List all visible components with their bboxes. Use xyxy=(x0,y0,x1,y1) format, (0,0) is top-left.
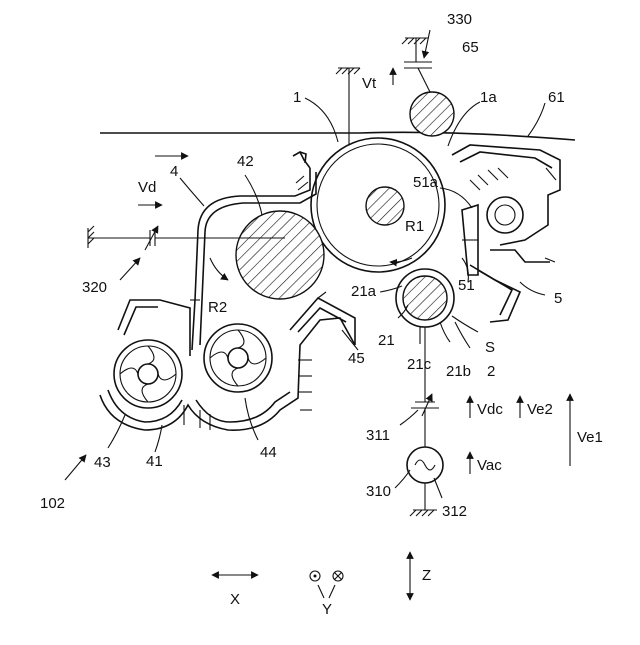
label-51: 51 xyxy=(458,277,475,294)
label-102: 102 xyxy=(40,495,65,512)
label-vt: Vt xyxy=(362,75,377,92)
label-312: 312 xyxy=(442,503,467,520)
label-1: 1 xyxy=(293,89,301,106)
transfer-roller-65 xyxy=(410,92,454,136)
developing-roller-42 xyxy=(236,211,324,299)
regulating-blade-45 xyxy=(290,292,355,345)
label-vac: Vac xyxy=(477,457,502,474)
label-330: 330 xyxy=(447,11,472,28)
label-r2: R2 xyxy=(208,299,227,316)
label-z: Z xyxy=(422,567,431,584)
label-320: 320 xyxy=(82,279,107,296)
charging-roller-21 xyxy=(396,269,454,327)
lead-102-arrow xyxy=(65,455,86,480)
label-41: 41 xyxy=(146,453,163,470)
agitator-screw-44 xyxy=(204,324,272,392)
label-21: 21 xyxy=(378,332,395,349)
label-44: 44 xyxy=(260,444,277,461)
cleaning-unit-5 xyxy=(452,145,560,322)
cleaning-blade-51 xyxy=(462,205,478,275)
label-ve1: Ve1 xyxy=(577,429,603,446)
label-21b: 21b xyxy=(446,363,471,380)
label-43: 43 xyxy=(94,454,111,471)
label-311: 311 xyxy=(366,427,390,444)
drum-ground xyxy=(336,68,360,150)
label-21c: 21c xyxy=(407,356,432,373)
label-310: 310 xyxy=(366,483,391,500)
axis-legend xyxy=(212,552,410,600)
label-x: X xyxy=(230,591,240,608)
label-5: 5 xyxy=(554,290,562,307)
label-2: 2 xyxy=(487,363,495,380)
label-21a: 21a xyxy=(351,283,377,300)
label-r1: R1 xyxy=(405,218,424,235)
label-s: S xyxy=(485,339,495,356)
label-y: Y xyxy=(322,601,332,618)
label-51a: 51a xyxy=(413,174,439,191)
r2-arrow xyxy=(210,258,228,280)
label-45: 45 xyxy=(348,350,365,367)
label-61: 61 xyxy=(548,89,565,106)
label-vdc: Vdc xyxy=(477,401,503,418)
agitator-screw-43 xyxy=(114,340,182,408)
photosensitive-drum-1 xyxy=(311,138,445,272)
label-42: 42 xyxy=(237,153,254,170)
label-65: 65 xyxy=(462,39,479,56)
leader-lines xyxy=(108,98,545,498)
label-vd: Vd xyxy=(138,179,156,196)
label-1a: 1a xyxy=(480,89,497,106)
label-4: 4 xyxy=(170,163,178,180)
label-ve2: Ve2 xyxy=(527,401,553,418)
transfer-bias-330 xyxy=(393,30,432,92)
